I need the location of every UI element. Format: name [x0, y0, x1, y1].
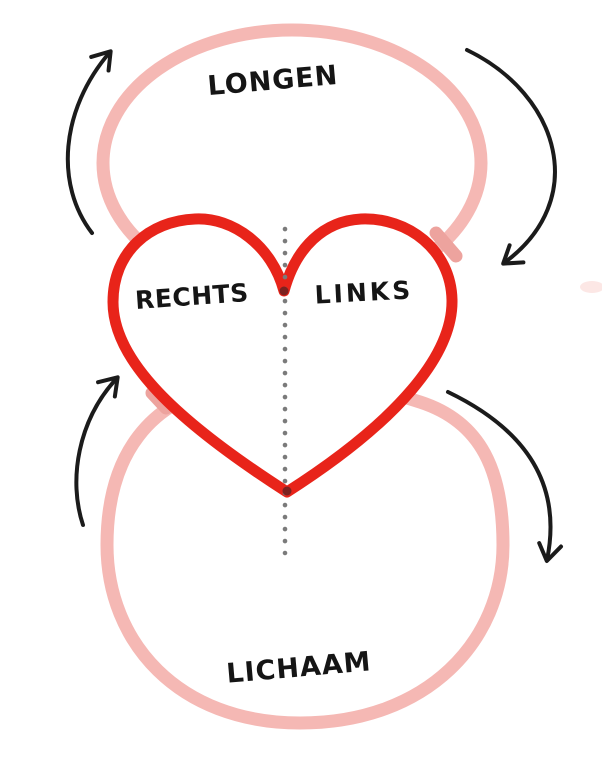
top-right-arrow — [465, 48, 557, 266]
pink-smudge-artifact — [580, 281, 602, 293]
top-left-arrow — [65, 49, 113, 235]
label-heart-left-side: LINKS — [314, 275, 414, 309]
ink-blot-apex — [282, 486, 292, 496]
ink-blot-notch — [279, 286, 289, 296]
bottom-right-arrow — [446, 390, 563, 563]
loop-overlap-accent-right — [429, 226, 463, 263]
label-lungs: LONGEN — [206, 60, 339, 102]
bottom-left-arrow — [74, 375, 120, 527]
heart-outline — [107, 213, 458, 498]
label-body: LICHAAM — [225, 646, 372, 690]
